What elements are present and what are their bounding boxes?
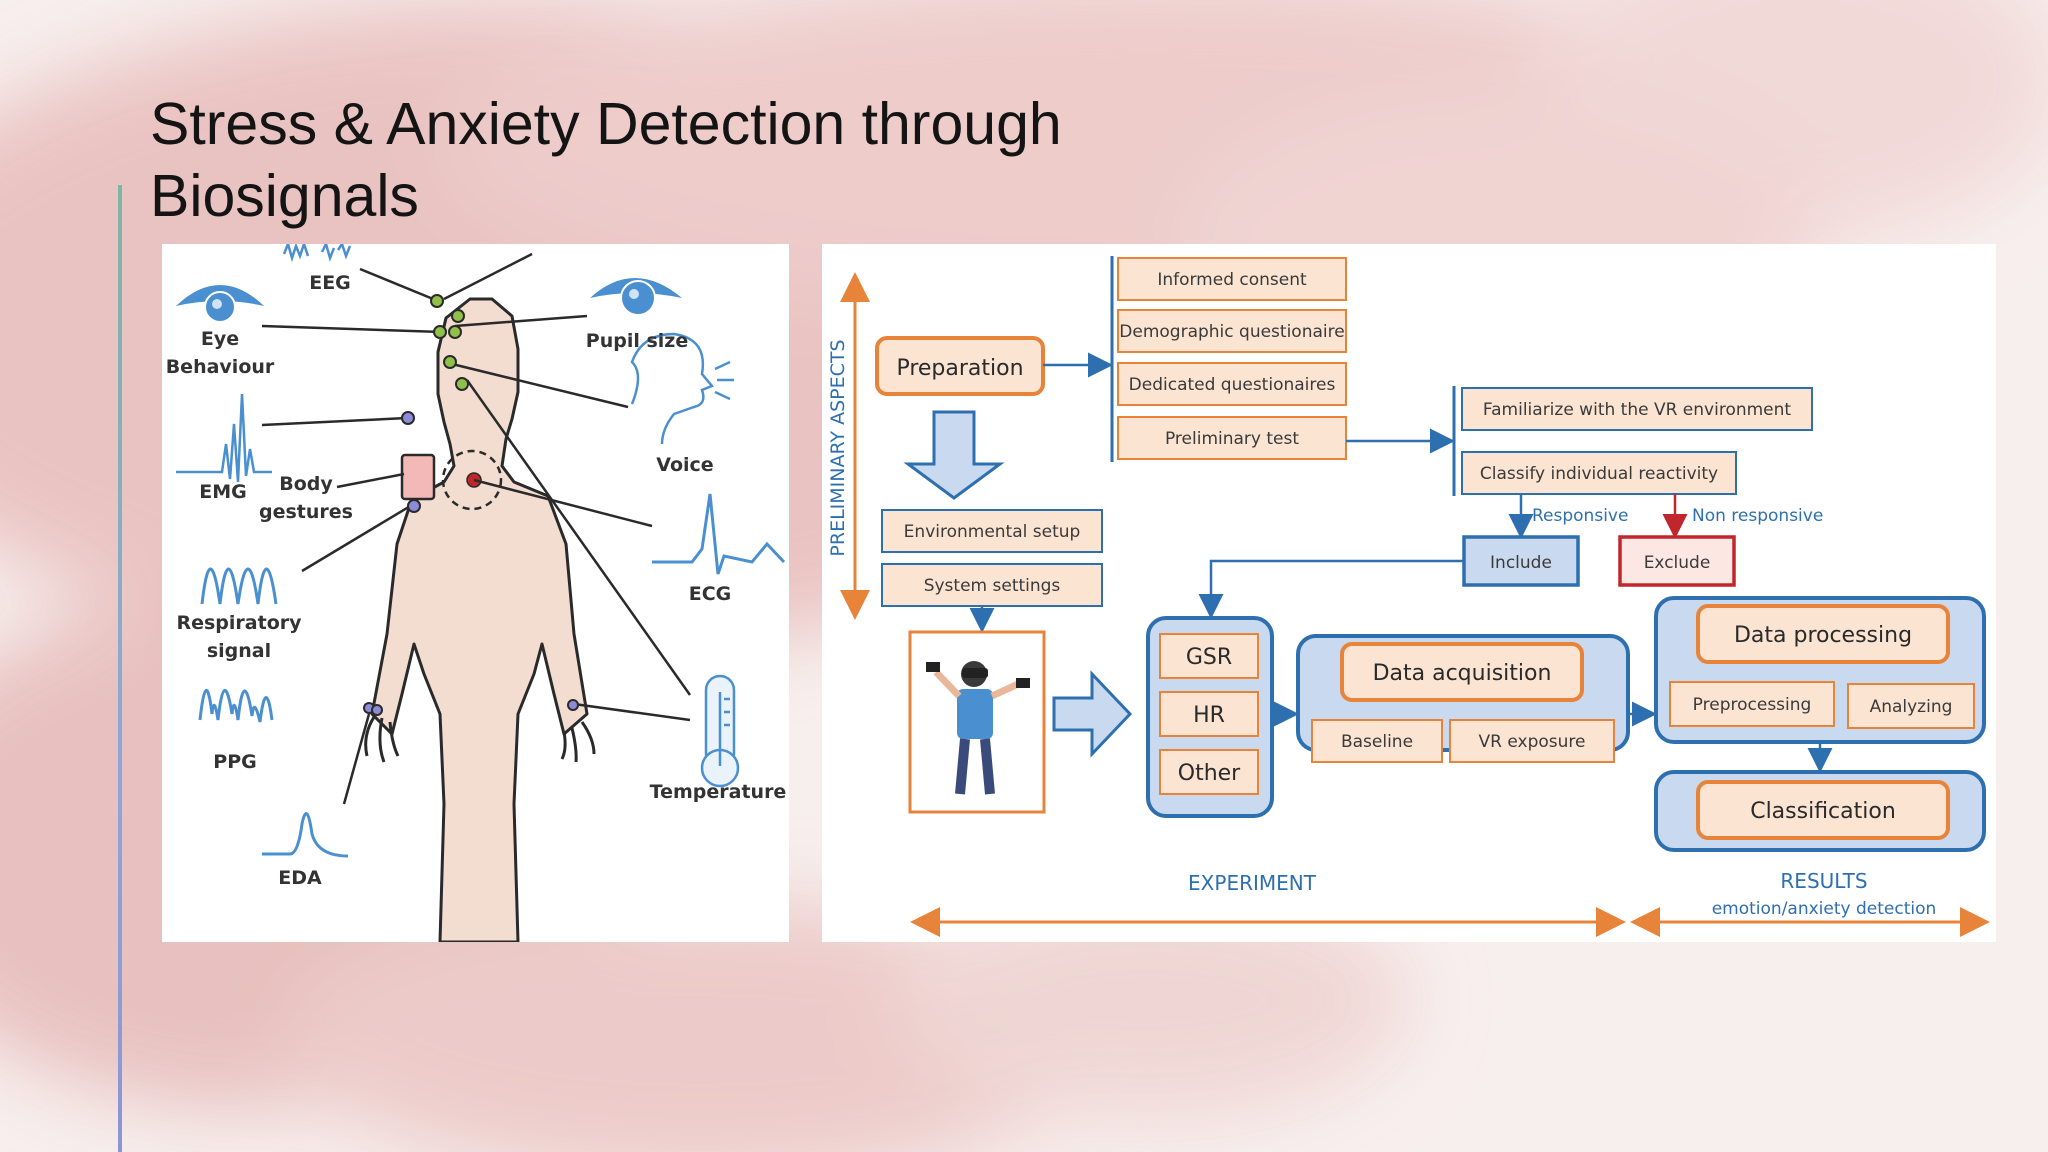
ppg-label: PPG [213,751,256,773]
vr-exposure-label: VR exposure [1479,732,1586,752]
include-box [1462,535,1580,587]
experiment-flow-diagram: PRELIMINARY ASPECTS Preparation Informed… [822,244,1996,942]
data-acquisition-box [1340,642,1584,702]
respiratory-label-line2: signal [207,640,271,662]
signal-boxes [1159,633,1259,795]
results-label: RESULTS [1780,869,1867,893]
eda-signal-icon [262,812,349,858]
eye-icon [176,285,264,323]
data-processing-box [1696,604,1950,664]
sensor-lines [261,252,692,805]
respiratory-signal-icon [200,567,278,605]
data-acquisition-label: Data acquisition [1373,661,1552,686]
prep-item-preliminary-test: Preliminary test [1165,429,1299,449]
chest-sensor [400,453,436,501]
flow-diagram-svg: PRELIMINARY ASPECTS Preparation Informed… [827,256,1990,937]
environmental-setup-label: Environmental setup [904,522,1081,542]
classification-label: Classification [1750,799,1896,824]
signal-other: Other [1178,761,1241,786]
vr-user-icon [926,661,1030,795]
classify-label: Classify individual reactivity [1480,464,1718,484]
ecg-label: ECG [689,583,732,605]
down-arrow-icon [903,410,1005,500]
eeg-label: EEG [309,272,351,294]
preliminary-aspects-label: PRELIMINARY ASPECTS [827,339,849,556]
signal-hr: HR [1193,703,1225,728]
data-processing-label: Data processing [1734,623,1912,648]
title-line-2: Biosignals [150,163,419,229]
classification-box [1696,780,1950,840]
body-gestures-label-line1: Body [279,473,333,495]
title-line-1: Stress & Anxiety Detection through [150,91,1062,157]
analyzing-box [1847,683,1975,729]
exclude-label: Exclude [1644,553,1711,573]
body-gestures-label-line2: gestures [259,501,353,523]
eeg-waves-icon [282,240,352,263]
eda-label: EDA [278,867,322,889]
familiarize-box [1461,387,1813,431]
analyzing-label: Analyzing [1870,697,1953,717]
left-hand [364,713,400,763]
system-settings-label: System settings [924,576,1061,596]
accent-line [118,185,122,1152]
eye-label-line1: Eye [201,328,239,350]
system-settings-box [881,563,1103,607]
familiarize-label: Familiarize with the VR environment [1483,400,1792,420]
preprocessing-label: Preprocessing [1693,695,1812,715]
eye-label-line2: Behaviour [166,356,275,378]
sensor-dots [363,294,579,716]
pupil-icon [590,278,682,316]
include-to-signals-arrow [1198,559,1464,619]
heart-marker [441,449,503,511]
human-body-figure [370,297,589,944]
preparation-label: Preparation [896,356,1023,381]
pupil-label: Pupil size [586,330,688,352]
emg-label: EMG [199,481,246,503]
right-hand [560,721,596,763]
respiratory-label-line1: Respiratory [176,612,302,634]
prep-item-dedicated: Dedicated questionaires [1129,375,1336,395]
body-diagram-svg: EEG Eye Behaviour Pupil size Voice EMG B… [166,240,787,944]
include-label: Include [1490,553,1552,573]
signal-gsr: GSR [1186,645,1232,670]
ppg-signal-icon [198,688,274,723]
prep-item-boxes [1117,257,1347,460]
experiment-label: EXPERIMENT [1188,871,1317,895]
biosignal-body-diagram: EEG Eye Behaviour Pupil size Voice EMG B… [162,240,789,944]
non-responsive-label: Non responsive [1692,506,1823,526]
thermometer-icon [700,674,740,788]
preprocessing-box [1669,681,1835,727]
right-arrow-icon [1052,670,1133,758]
temperature-label: Temperature [650,781,787,803]
results-sub-label: emotion/anxiety detection [1712,899,1937,919]
environmental-setup-box [881,509,1103,553]
exclude-box [1618,535,1736,587]
voice-icon [630,332,734,445]
classify-box [1461,451,1737,495]
vr-exposure-box [1449,719,1615,763]
voice-label: Voice [656,454,713,476]
baseline-box [1311,719,1443,763]
prep-item-demographic: Demographic questionaire [1119,322,1344,342]
emg-signal-icon [176,393,272,483]
ecg-signal-icon [652,493,786,575]
slide-title: Stress & Anxiety Detection through Biosi… [150,88,1062,232]
responsive-label: Responsive [1532,506,1628,526]
prep-item-consent: Informed consent [1157,270,1307,290]
baseline-label: Baseline [1341,732,1413,752]
